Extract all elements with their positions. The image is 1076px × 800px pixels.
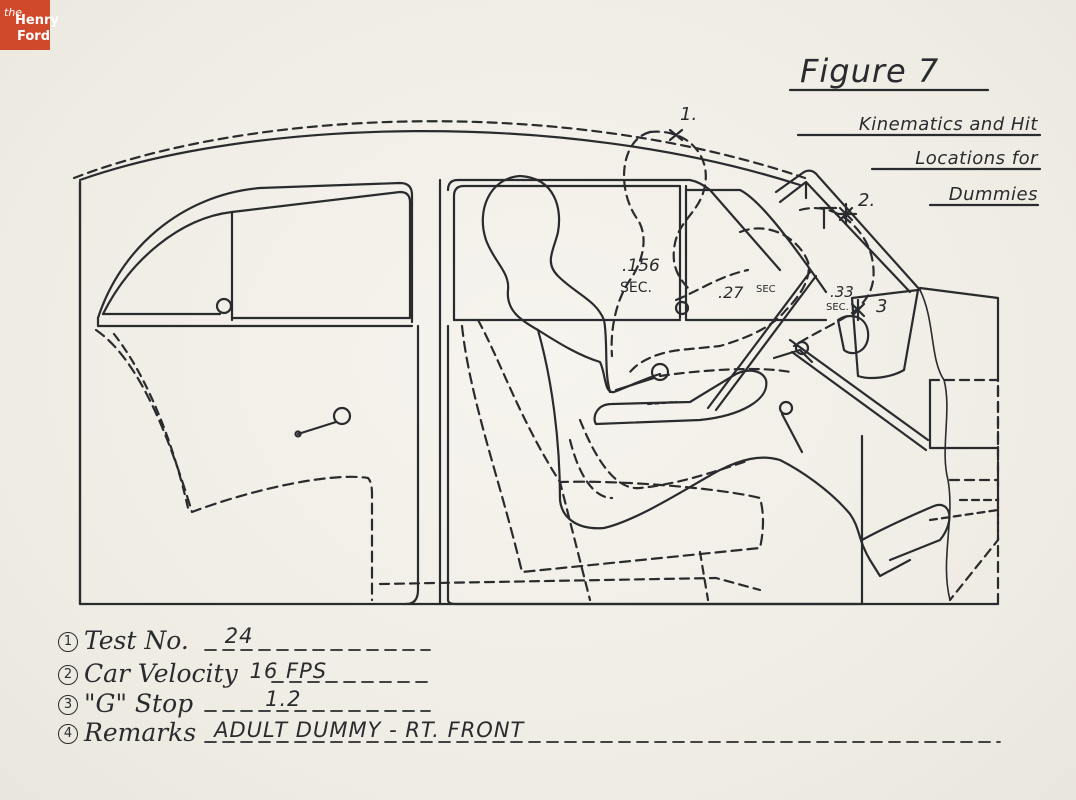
figure-subtitle-line-2: Locations for xyxy=(915,148,1038,169)
time-label-156-value: .156 xyxy=(622,256,660,276)
hit-marker-1 xyxy=(668,128,684,142)
hit-marker-3 xyxy=(850,298,866,322)
field-test-number: 1 Test No. 24 xyxy=(58,624,254,655)
field-number-badge: 2 xyxy=(58,665,78,685)
rear-door xyxy=(94,181,420,606)
field-value-car-velocity: 16 FPS xyxy=(249,659,328,683)
figure-title: Figure 7 xyxy=(800,52,940,90)
field-label-car-velocity: Car Velocity xyxy=(84,659,238,688)
title-underlines xyxy=(788,88,1042,207)
hit-point-label-2: 2. xyxy=(858,190,876,211)
field-remarks: 4 Remarks ADULT DUMMY - RT. FRONT xyxy=(58,718,524,747)
logo-word-the: the xyxy=(4,6,23,19)
field-label-remarks: Remarks xyxy=(84,718,197,747)
figure-subtitle-line-3: Dummies xyxy=(948,184,1038,205)
hit-point-label-1: 1. xyxy=(680,104,698,125)
field-label-test-no: Test No. xyxy=(84,626,189,655)
steering-column xyxy=(706,270,818,454)
time-label-33-value: .33 xyxy=(830,283,854,301)
field-label-g-stop: "G" Stop xyxy=(84,689,194,718)
time-label-33-unit: SEC. xyxy=(826,302,849,313)
roof-line xyxy=(72,120,807,187)
field-value-remarks: ADULT DUMMY - RT. FRONT xyxy=(214,718,525,742)
figure-subtitle-line-1: Kinematics and Hit xyxy=(858,114,1038,135)
dummy-initial-position xyxy=(481,174,951,578)
field-g-stop: 3 "G" Stop 1.2 xyxy=(58,687,302,718)
field-car-velocity: 2 Car Velocity 16 FPS xyxy=(58,659,327,688)
time-label-27-unit: SEC xyxy=(756,284,776,295)
hit-marker-2 xyxy=(818,202,858,230)
field-value-test-no: 24 xyxy=(224,624,254,648)
logo-word-ford: Ford xyxy=(17,29,51,44)
time-label-27-value: .27 xyxy=(718,283,744,302)
field-value-g-stop: 1.2 xyxy=(265,687,302,711)
henry-ford-logo: the Henry Ford xyxy=(0,0,59,50)
field-number-badge: 4 xyxy=(58,724,78,744)
hit-point-label-3: 3 xyxy=(876,296,888,317)
dummy-kinematic-outlines xyxy=(568,130,875,500)
windshield-and-dash xyxy=(774,169,1000,602)
field-underlines xyxy=(204,649,1001,743)
time-label-156-unit: SEC. xyxy=(620,280,652,296)
logo-word-henry: Henry xyxy=(15,13,59,28)
field-number-badge: 3 xyxy=(58,695,78,715)
field-number-badge: 1 xyxy=(58,632,78,652)
front-door xyxy=(378,184,864,606)
